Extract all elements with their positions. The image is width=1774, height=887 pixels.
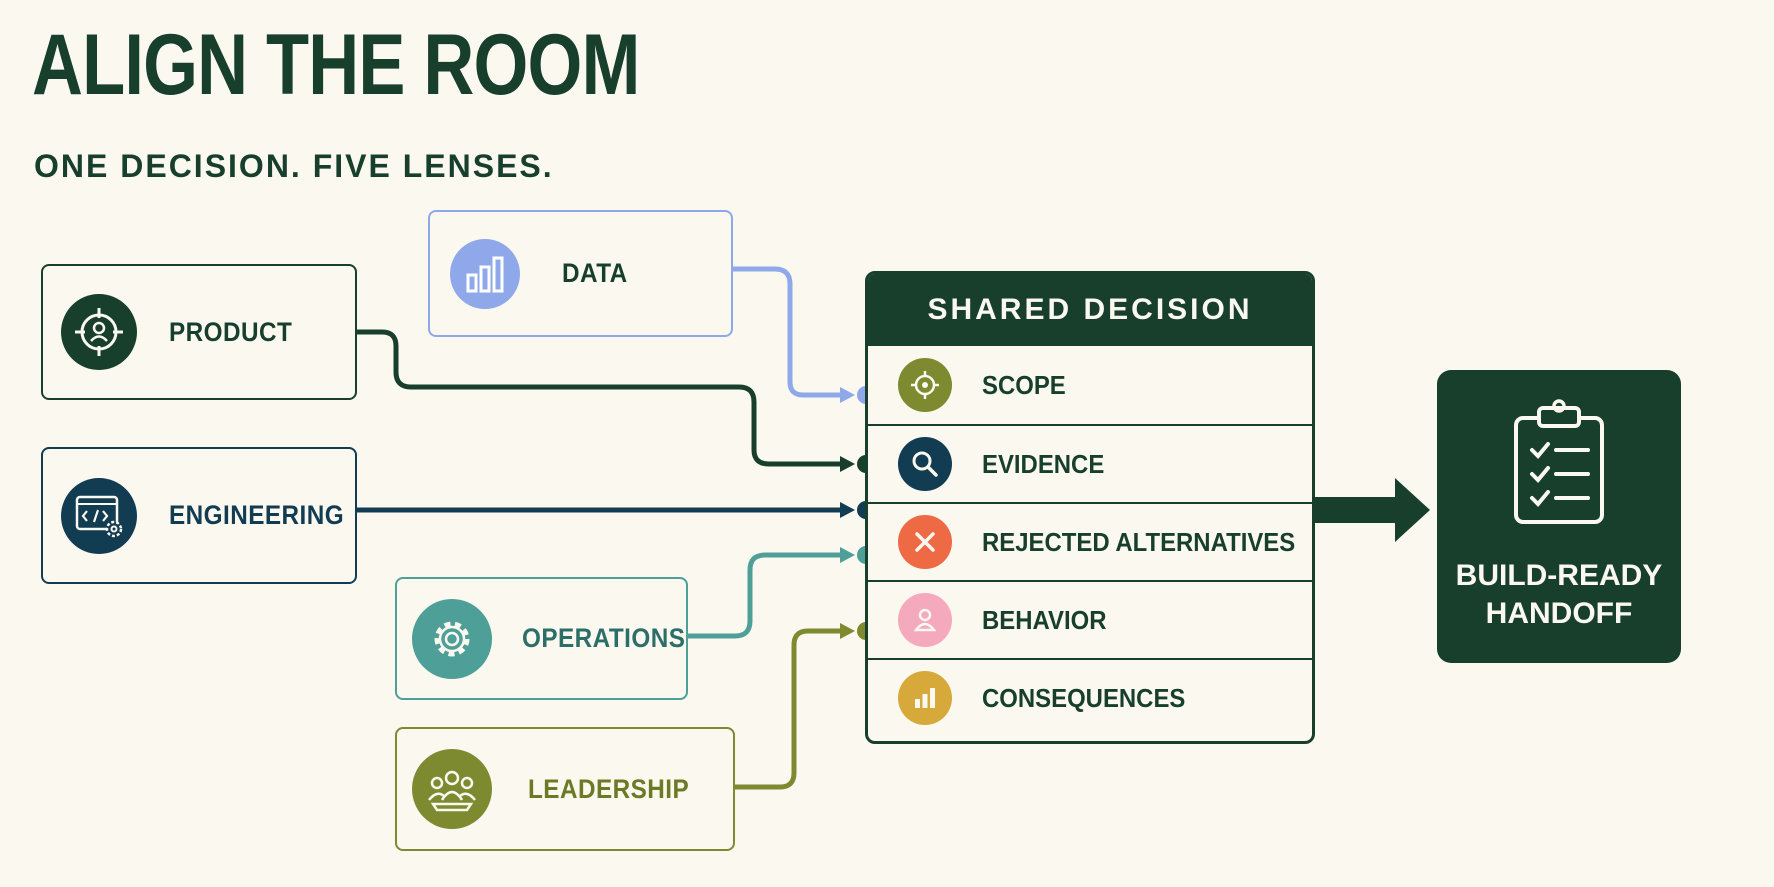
page-subtitle: ONE DECISION. FIVE LENSES.	[34, 148, 554, 184]
lens-label-data: DATA	[562, 258, 628, 288]
handoff-label: BUILD-READY HANDOFF	[1455, 559, 1663, 630]
clipboard-checklist-icon	[1504, 398, 1614, 533]
lens-data[interactable]: DATA	[428, 210, 733, 337]
lens-label-operations: OPERATIONS	[522, 623, 686, 653]
lens-label-engineering: ENGINEERING	[169, 500, 345, 530]
x-icon	[898, 515, 952, 569]
connector-data-scope	[733, 266, 845, 398]
code-gear-icon	[61, 477, 137, 554]
target-icon	[898, 358, 952, 412]
gear-icon	[412, 598, 492, 679]
shared-decision-panel: SHARED DECISION SCOPE EVIDENCE	[865, 271, 1315, 744]
arrowhead-product	[840, 456, 855, 472]
decision-item-behavior[interactable]: BEHAVIOR	[868, 580, 1312, 658]
shared-decision-title: SHARED DECISION	[868, 274, 1312, 346]
group-icon	[412, 749, 492, 829]
lens-product[interactable]: PRODUCT	[41, 264, 357, 400]
decision-item-consequences[interactable]: CONSEQUENCES	[868, 658, 1312, 736]
arrowhead-leadership	[840, 623, 855, 639]
person-icon	[898, 593, 952, 647]
arrowhead-operations	[840, 547, 855, 563]
decision-item-evidence[interactable]: EVIDENCE	[868, 424, 1312, 502]
decision-label-evidence: EVIDENCE	[982, 448, 1105, 479]
decision-label-rejected-alternatives: REJECTED ALTERNATIVES	[982, 526, 1296, 557]
target-person-icon	[61, 294, 137, 370]
magnifier-icon	[898, 437, 952, 491]
arrowhead-engineering	[840, 502, 855, 518]
lens-engineering[interactable]: ENGINEERING	[41, 447, 357, 584]
decision-label-behavior: BEHAVIOR	[982, 604, 1107, 635]
connector-leadership-consequences	[735, 628, 845, 790]
lens-label-product: PRODUCT	[169, 316, 293, 347]
build-ready-handoff[interactable]: BUILD-READY HANDOFF	[1437, 370, 1681, 663]
lens-leadership[interactable]: LEADERSHIP	[395, 727, 735, 851]
bar-chart-icon	[898, 671, 952, 725]
decision-item-rejected-alternatives[interactable]: REJECTED ALTERNATIVES	[868, 502, 1312, 580]
decision-item-scope[interactable]: SCOPE	[868, 346, 1312, 424]
handoff-arrow-shaft	[1315, 497, 1397, 523]
connector-operations-behavior	[688, 552, 845, 639]
decision-label-scope: SCOPE	[982, 369, 1066, 400]
arrowhead-data	[840, 387, 855, 403]
lens-operations[interactable]: OPERATIONS	[395, 577, 688, 700]
page-title: ALIGN THE ROOM	[32, 17, 640, 113]
lens-label-leadership: LEADERSHIP	[528, 773, 690, 804]
connector-product-evidence	[357, 329, 845, 467]
handoff-arrow-head	[1395, 478, 1430, 542]
bar-chart-icon	[450, 238, 520, 309]
decision-label-consequences: CONSEQUENCES	[982, 682, 1186, 713]
